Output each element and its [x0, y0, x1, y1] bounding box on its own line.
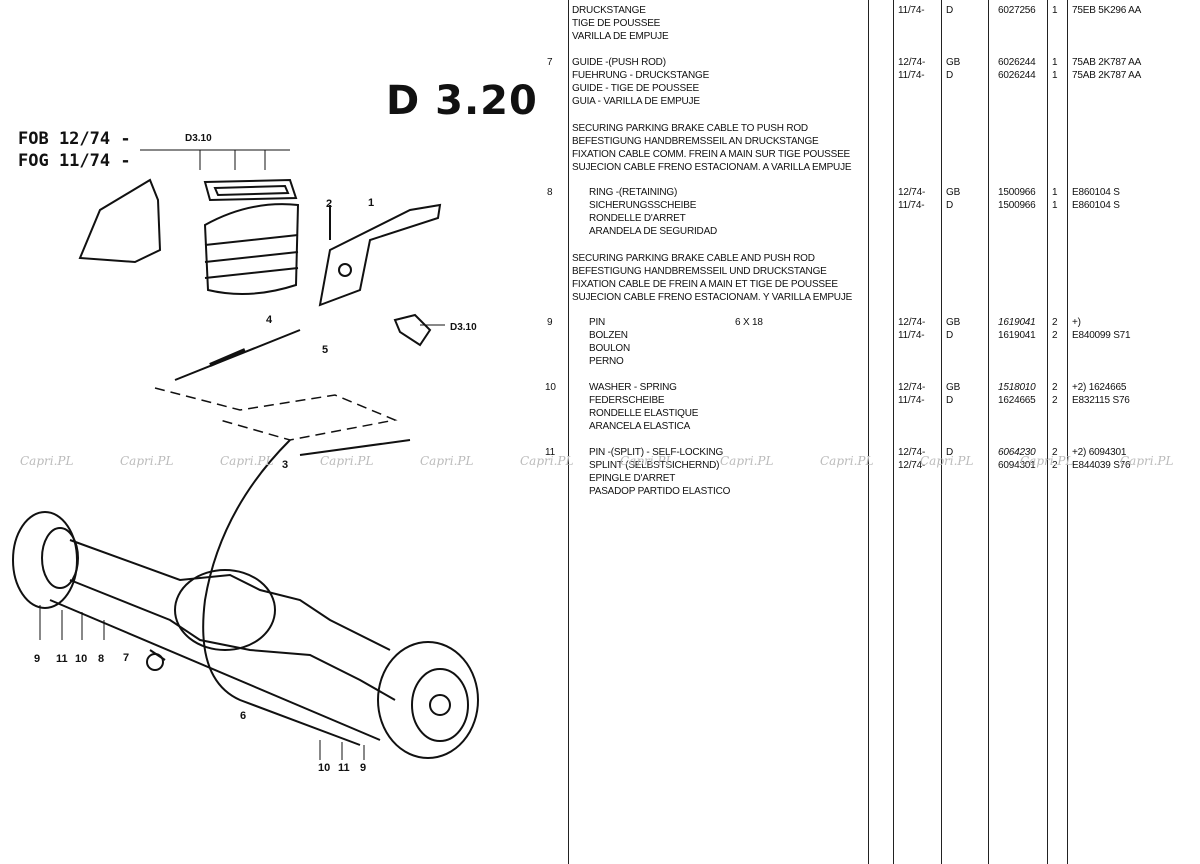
row-size: 6 X 18 [735, 317, 763, 328]
callout-11b: 11 [338, 762, 350, 774]
row-date: 12/74-12/74- [898, 447, 926, 471]
row-number: 8 [547, 187, 553, 198]
callout-4: 4 [266, 314, 273, 326]
watermark: Capri.PL [1020, 454, 1074, 468]
model-fog: FOG 11/74 - [18, 151, 131, 171]
row-quantity: 1 [1052, 5, 1058, 16]
callout-6: 6 [240, 710, 247, 722]
watermark: Capri.PL [320, 454, 374, 468]
model-fob: FOB 12/74 - [18, 129, 131, 149]
row-country: D [946, 447, 954, 458]
parts-row: SECURING PARKING BRAKE CABLE AND PUSH RO… [572, 253, 853, 303]
watermark: Capri.PL [520, 454, 574, 468]
row-date: 12/74-11/74- [898, 57, 926, 81]
watermark: Capri.PL [720, 454, 774, 468]
col-rule-6 [1047, 0, 1048, 864]
watermark: Capri.PL [120, 454, 174, 468]
callout-9a: 9 [34, 653, 41, 665]
callout-10a: 10 [75, 653, 88, 665]
row-country: D [946, 5, 954, 16]
col-rule-5 [988, 0, 989, 864]
col-rule-2 [868, 0, 869, 864]
row-note: +)E840099 S71 [1072, 317, 1131, 341]
callout-2: 2 [326, 198, 333, 210]
row-date: 12/74-11/74- [898, 317, 926, 341]
row-part-number: 6027256 [998, 5, 1036, 16]
parts-diagram [12, 149, 479, 760]
row-date: 11/74- [898, 5, 925, 16]
watermark: Capri.PL [820, 454, 874, 468]
watermark: Capri.PL [620, 454, 674, 468]
row-date: 12/74-11/74- [898, 187, 926, 211]
row-date: 12/74-11/74- [898, 382, 926, 406]
col-rule-4 [941, 0, 942, 864]
watermark: Capri.PL [920, 454, 974, 468]
callout-10b: 10 [318, 762, 331, 774]
callout-1: 1 [368, 197, 375, 209]
col-rule-3 [893, 0, 894, 864]
row-number: 9 [547, 317, 553, 328]
col-rule-1 [568, 0, 569, 864]
row-number: 7 [547, 57, 553, 68]
row-note: 75EB 5K296 AA [1072, 5, 1142, 16]
ref-label-d310: D3.10 [185, 133, 212, 144]
callout-3: 3 [282, 459, 289, 471]
callout-8a: 8 [98, 653, 105, 665]
col-rule-7 [1067, 0, 1068, 864]
parts-row: SECURING PARKING BRAKE CABLE TO PUSH ROD… [572, 123, 852, 173]
watermark: Capri.PL [420, 454, 474, 468]
callout-11a: 11 [56, 653, 68, 665]
row-number: 10 [545, 382, 556, 393]
callout-7: 7 [123, 652, 130, 664]
watermark: Capri.PL [220, 454, 274, 468]
callout-9b: 9 [360, 762, 367, 774]
page-code: D 3.20 [386, 78, 538, 124]
watermark: Capri.PL [1120, 454, 1174, 468]
row-number: 11 [545, 447, 555, 458]
ref-label-d310-right: D3.10 [450, 322, 477, 333]
callout-5: 5 [322, 344, 329, 356]
watermark: Capri.PL [20, 454, 74, 468]
